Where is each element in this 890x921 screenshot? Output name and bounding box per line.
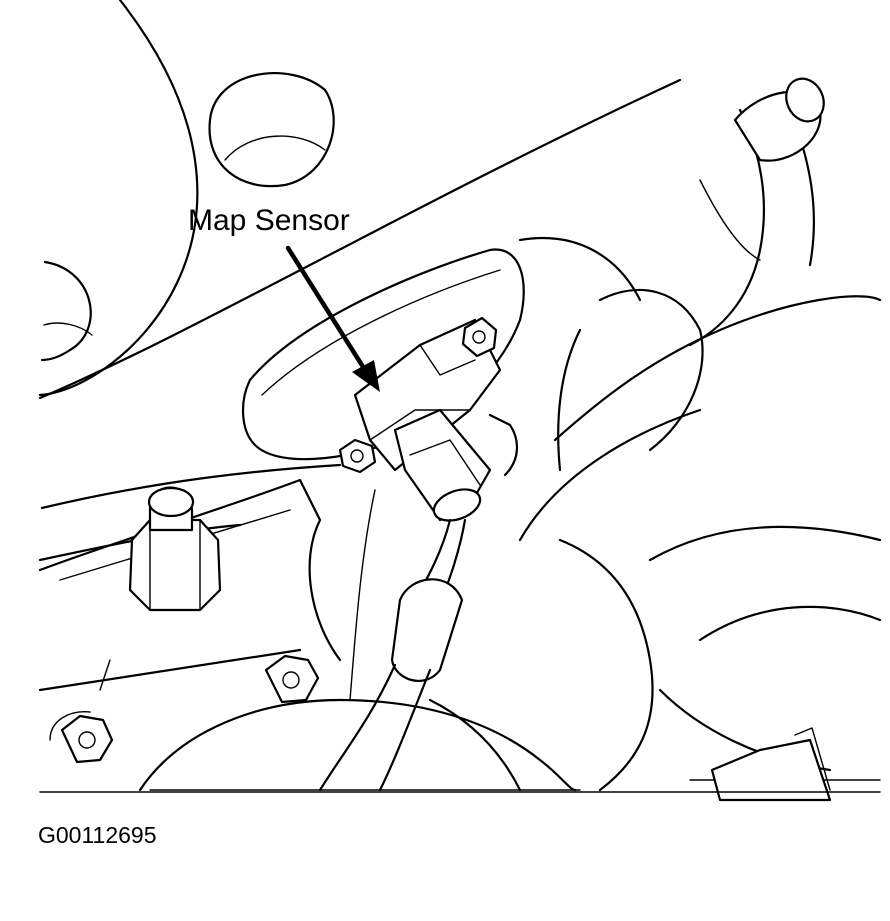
vacuum-tube: [488, 413, 518, 477]
connector-plug: [710, 727, 832, 802]
coolant-hose: [518, 237, 882, 542]
upper-right-tube: [688, 77, 825, 347]
map-sensor-label: Map Sensor: [188, 204, 350, 237]
map-sensor-body: [353, 318, 502, 522]
manifold-port-hole: [208, 72, 335, 188]
figure-id: G00112695: [38, 822, 157, 848]
wiring-harness: [318, 489, 467, 792]
sensor-mounting-plate: [241, 248, 525, 461]
stud-nut: [128, 486, 222, 612]
lower-bolt-left: [49, 711, 114, 764]
throttle-body-tube: [138, 698, 581, 792]
sensor-bolt-top: [461, 316, 498, 358]
lower-bolt-center: [264, 654, 320, 704]
callout-arrow: [285, 245, 380, 392]
sensor-bolt-left: [338, 438, 377, 474]
left-port-hole: [40, 260, 93, 362]
